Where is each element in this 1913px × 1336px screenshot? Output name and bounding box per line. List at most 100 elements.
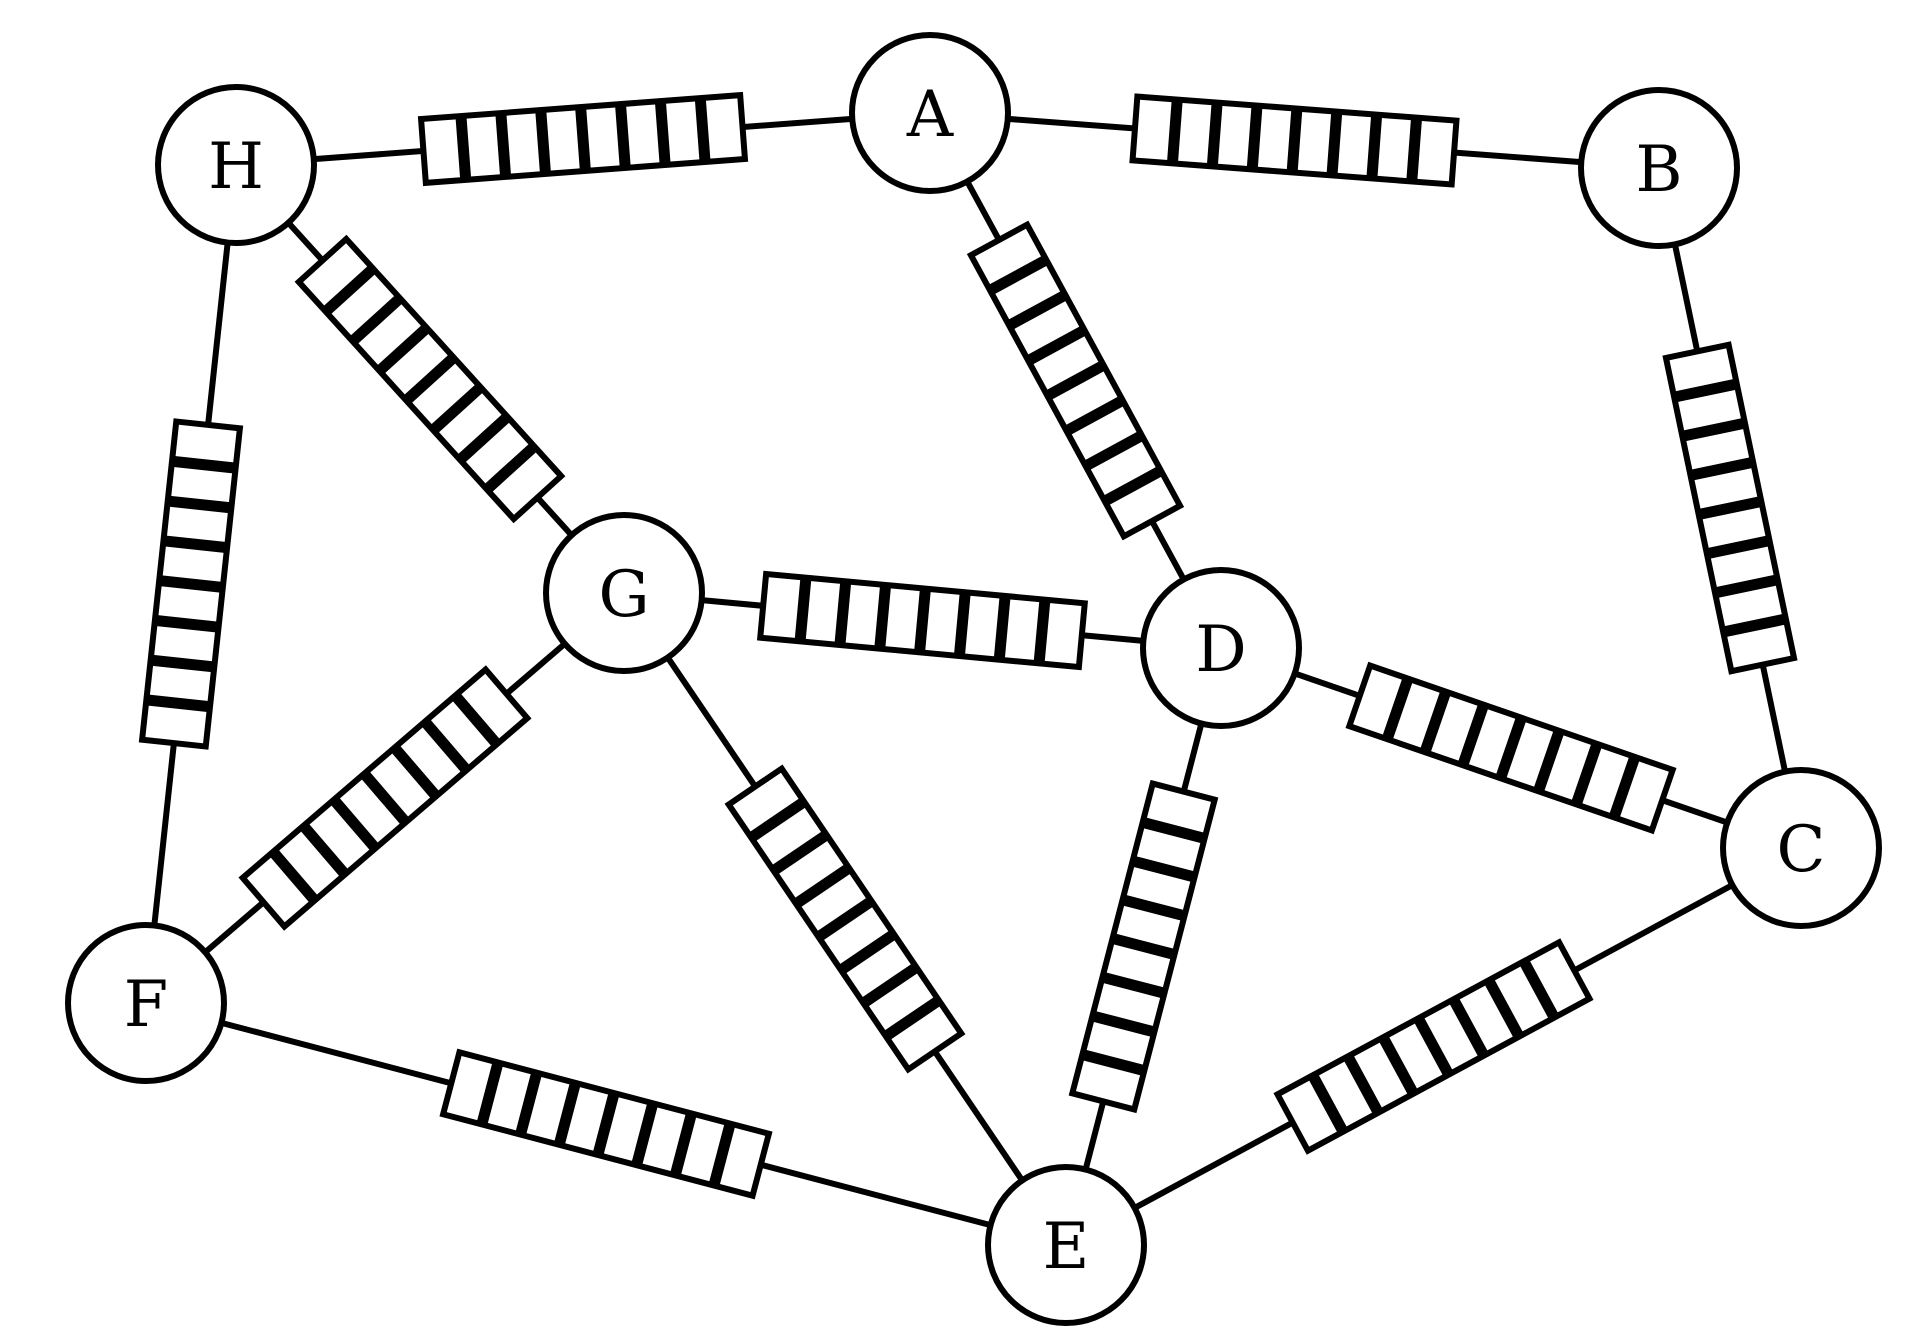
edge-segment-divider: [1681, 417, 1747, 442]
node-e: E: [985, 1164, 1147, 1326]
edge-segment-divider: [1131, 855, 1196, 883]
edge-segment-divider: [1673, 378, 1738, 403]
edge-segment-divider: [455, 115, 472, 181]
node-circle: [1578, 87, 1740, 249]
edge-segment-divider: [631, 1101, 659, 1167]
edge-h-f: [138, 242, 244, 926]
node-label: E: [1043, 1210, 1090, 1284]
edge-segment-divider: [375, 323, 431, 375]
edge-segment-divider: [1080, 1049, 1146, 1077]
node-f: F: [65, 922, 227, 1084]
edge-segment-divider: [1419, 689, 1452, 754]
edge-segment-divider: [1246, 105, 1263, 170]
node-label: B: [1635, 133, 1682, 207]
edge-segment-divider: [145, 694, 211, 713]
edge-segment-divider: [299, 822, 350, 878]
edge-segment-divider: [592, 1091, 620, 1157]
node-label: C: [1777, 813, 1826, 887]
edge-segment-divider: [953, 591, 971, 657]
edge-segment-divider: [1448, 996, 1489, 1059]
edge-segment-divider: [575, 106, 591, 172]
node-d: D: [1140, 567, 1302, 729]
edge-segment-divider: [1378, 1034, 1419, 1097]
edge-segment-divider: [268, 848, 319, 904]
edge-segment-divider: [1689, 456, 1755, 481]
edge-segment-divider: [1457, 702, 1489, 768]
edge-segment-divider: [1697, 496, 1763, 520]
edge-segment-divider: [1483, 977, 1524, 1040]
edge-segment-divider: [1006, 290, 1069, 331]
edge-segment-divider: [1722, 613, 1787, 638]
node-label: H: [208, 130, 264, 204]
node-circle: [1140, 567, 1302, 729]
nodes-layer: A B C D E F G H: [65, 32, 1882, 1326]
edge-segment-divider: [815, 896, 875, 942]
edge-segment-divider: [1121, 894, 1186, 922]
edge-segment-divider: [483, 442, 538, 494]
edge-h-a: [313, 91, 853, 187]
edge-a-d: [964, 180, 1187, 581]
edge-g-e: [665, 655, 1025, 1183]
node-label: D: [1195, 613, 1246, 687]
edge-d-c: [1293, 661, 1729, 835]
edge-d-e: [1068, 722, 1219, 1171]
edge-segment-divider: [1608, 755, 1641, 820]
edge-segment-divider: [515, 1071, 543, 1136]
edge-segment-divider: [770, 830, 830, 876]
edge-segment-divider: [837, 929, 898, 975]
edge-segment-divider: [1101, 971, 1166, 999]
edge-segment-divider: [495, 112, 512, 178]
edge-segment-divider: [329, 796, 380, 852]
edge-segment-divider: [1286, 108, 1303, 173]
edge-segment-divider: [748, 797, 808, 843]
edge-segment-divider: [167, 495, 232, 514]
edge-segment-divider: [654, 100, 671, 166]
node-circle: [1720, 767, 1882, 929]
edge-segment-divider: [874, 584, 892, 650]
edge-segment-divider: [451, 692, 502, 748]
edge-segment-divider: [1713, 574, 1779, 599]
edge-c-e: [1133, 882, 1734, 1211]
edge-segment-divider: [794, 577, 812, 642]
edge-segment-divider: [359, 770, 411, 826]
node-a: A: [849, 32, 1011, 194]
edge-segment-divider: [553, 1081, 581, 1147]
edge-segment-divider: [708, 1122, 736, 1187]
node-g: G: [543, 512, 705, 674]
edge-segment-divider: [882, 995, 942, 1041]
edge-segment-divider: [914, 588, 931, 653]
edge-segment-divider: [834, 580, 852, 646]
edge-segment-divider: [694, 97, 711, 163]
edge-segment-divider: [154, 614, 220, 633]
edge-segment-divider: [1406, 117, 1423, 182]
edge-segment-divider: [150, 654, 215, 673]
node-c: C: [1720, 767, 1882, 929]
edge-segment-divider: [993, 595, 1011, 661]
edge-segment-divider: [535, 109, 551, 175]
edge-segment-divider: [171, 455, 237, 474]
edge-segment-divider: [669, 1112, 697, 1177]
edge-segment-divider: [1533, 728, 1565, 794]
edge-segment-divider: [1381, 676, 1414, 741]
node-b: B: [1578, 87, 1740, 249]
node-circle: [155, 84, 317, 246]
edge-b-c: [1662, 243, 1798, 773]
node-circle: [65, 922, 227, 1084]
edge-segment-divider: [402, 353, 458, 405]
node-circle: [985, 1164, 1147, 1326]
edge-segment-divider: [860, 962, 920, 1008]
edge-segment-divider: [792, 863, 853, 909]
edge-segment-divider: [429, 383, 485, 435]
edge-segment-divider: [476, 1061, 504, 1126]
edge-segment-divider: [1102, 465, 1164, 507]
edge-segment-divider: [1111, 933, 1176, 960]
node-h: H: [155, 84, 317, 246]
edge-a-b: [1007, 93, 1582, 188]
node-circle: [543, 512, 705, 674]
edge-segment-divider: [1570, 742, 1603, 807]
edge-segment-divider: [322, 264, 377, 316]
edge-segment-divider: [1307, 1072, 1348, 1135]
edge-segment-divider: [1044, 360, 1107, 401]
node-label: A: [906, 78, 954, 152]
